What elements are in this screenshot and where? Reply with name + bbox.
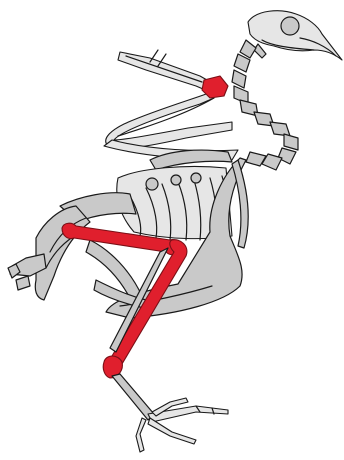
wing	[104, 50, 238, 160]
toes	[136, 398, 228, 452]
neck-vertebrae	[232, 40, 298, 170]
tarsometatarsus	[112, 374, 154, 420]
pelvis	[35, 193, 146, 308]
skull	[248, 11, 342, 60]
eye-socket	[281, 17, 299, 35]
